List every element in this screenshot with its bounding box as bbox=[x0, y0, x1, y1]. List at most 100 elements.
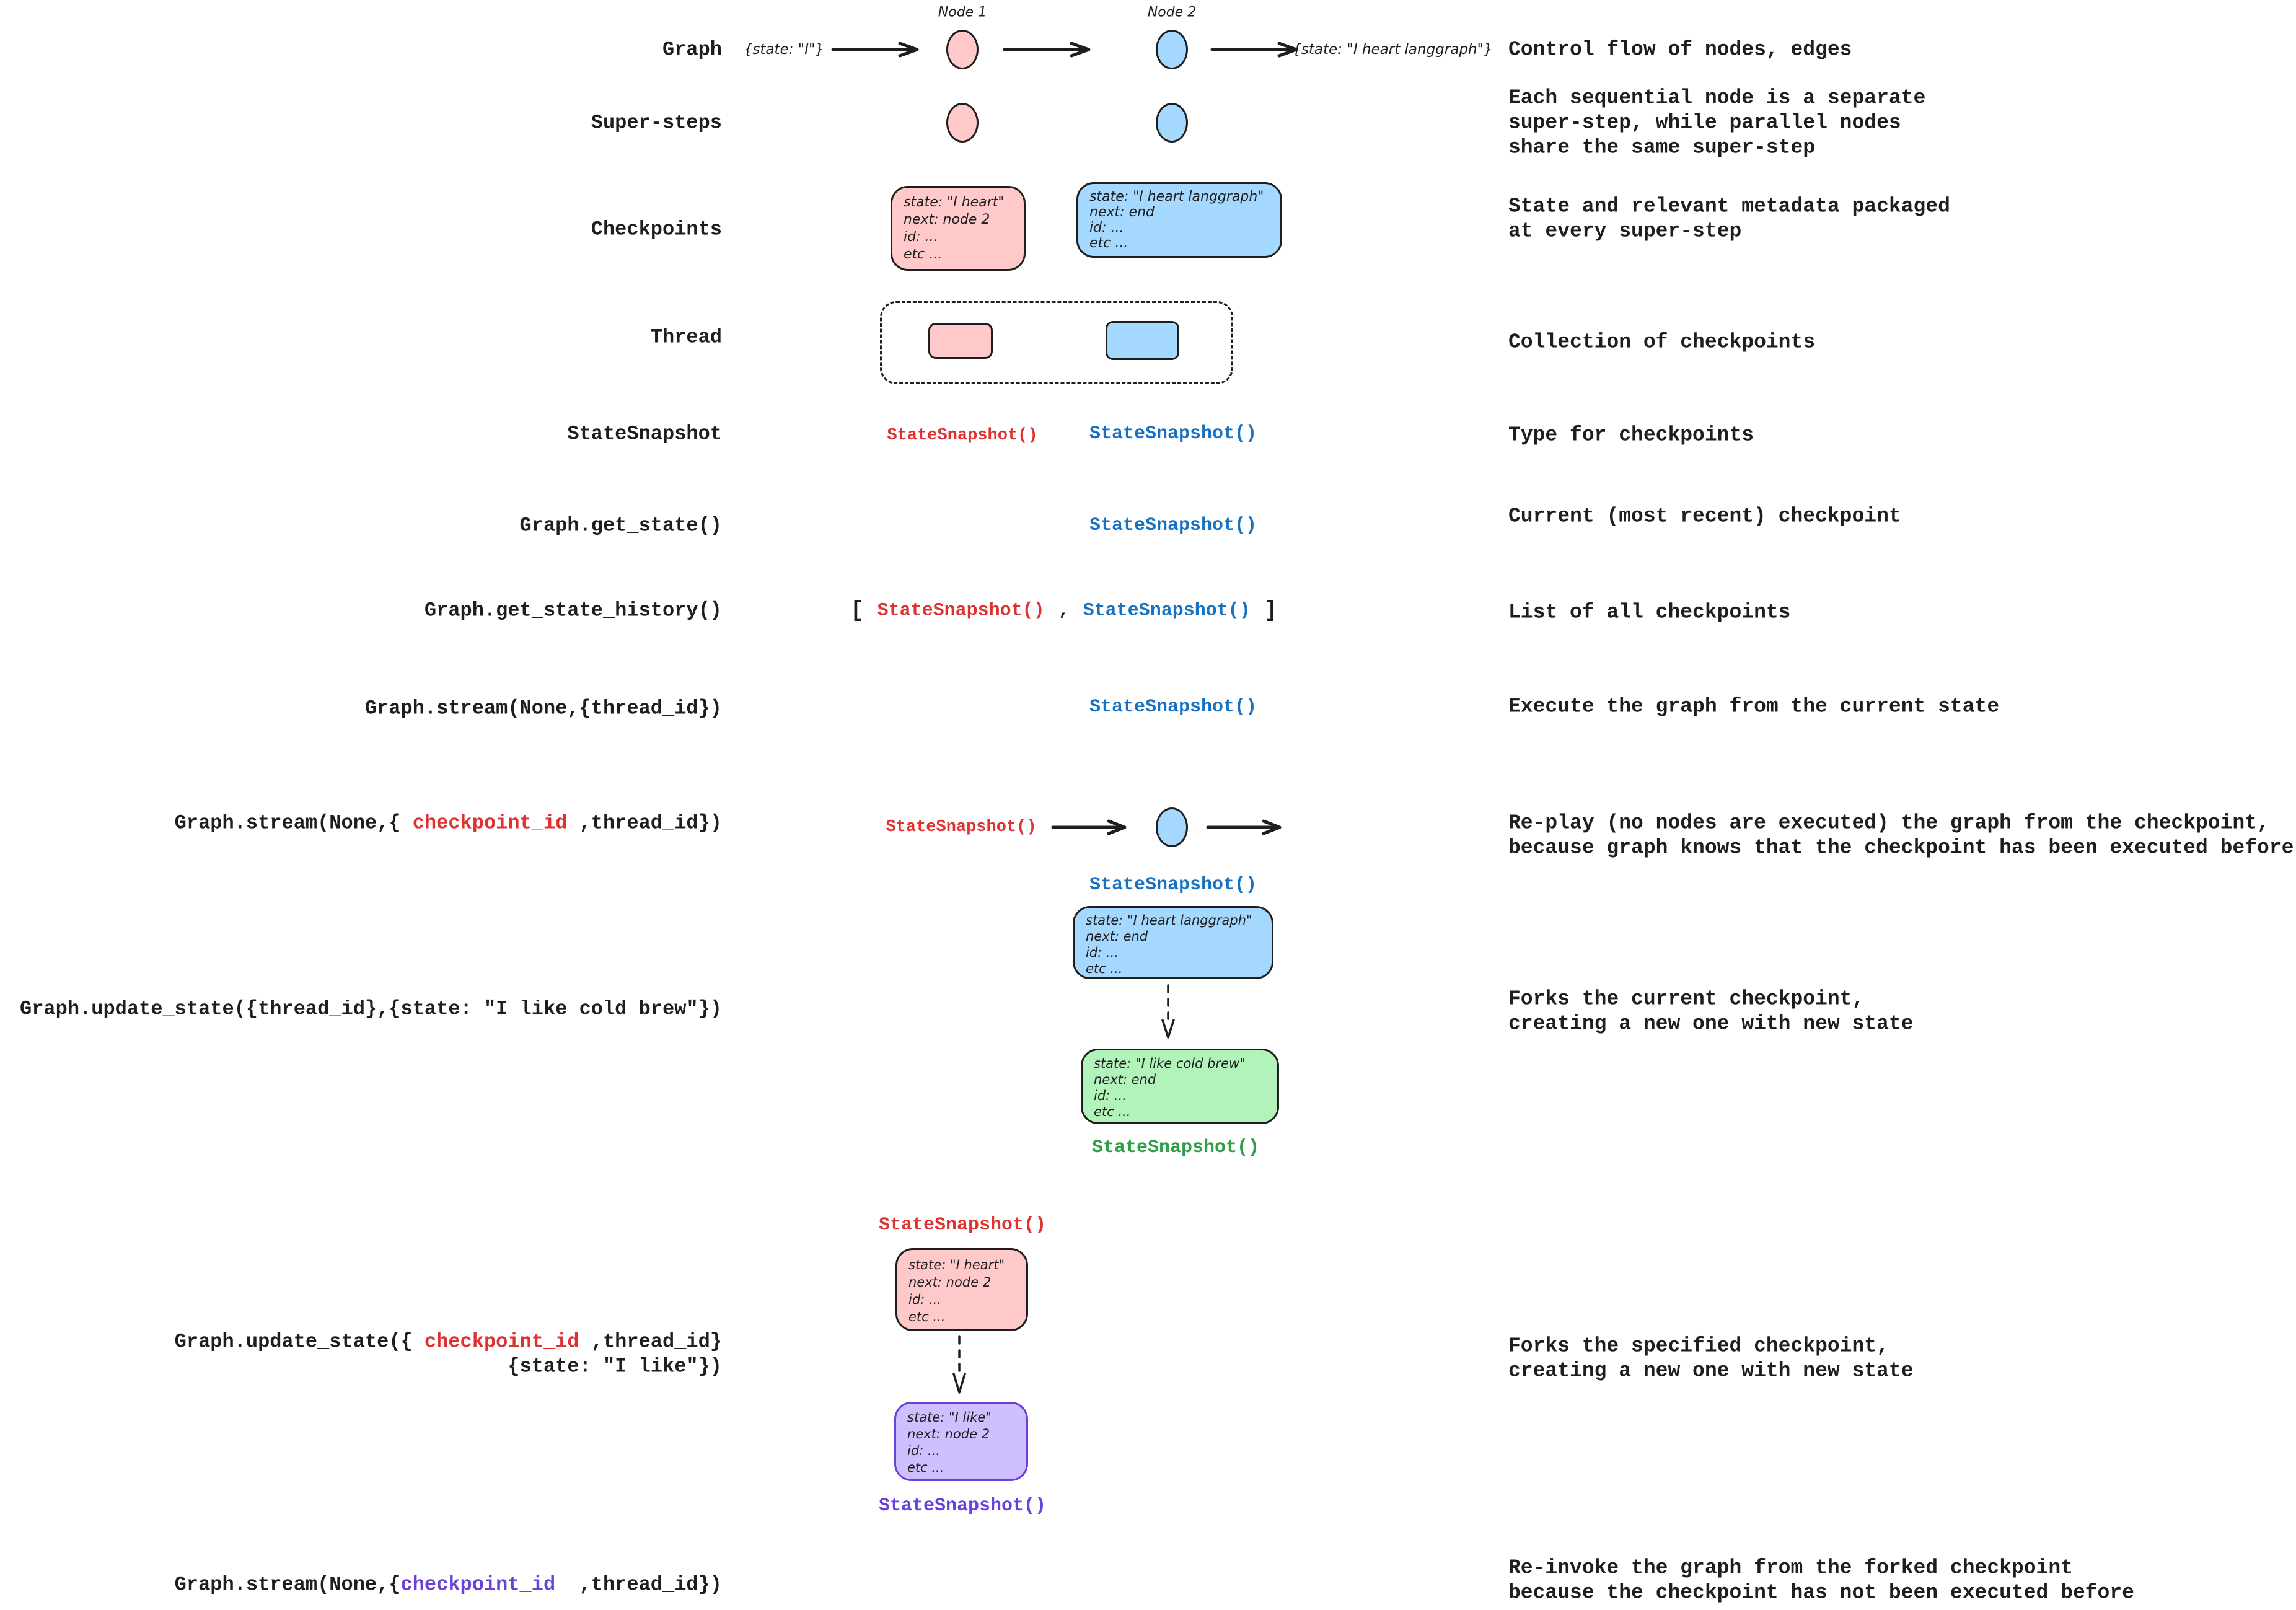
desc-super-steps-2: super-step, while parallel nodes bbox=[1508, 111, 1901, 134]
checkpoint-line: id: ... bbox=[904, 229, 938, 245]
label-get-state: Graph.get_state() bbox=[519, 514, 722, 537]
code-segment: Graph.update_state({ bbox=[174, 1330, 424, 1353]
checkpoint-line: id: ... bbox=[1094, 1088, 1127, 1103]
label-state-snapshot: StateSnapshot bbox=[567, 422, 722, 446]
checkpoint-line: state: "I like cold brew" bbox=[1094, 1056, 1246, 1071]
state-snapshot-blue: StateSnapshot() bbox=[1089, 423, 1257, 444]
checkpoint-id-highlight: checkpoint_id bbox=[412, 811, 568, 835]
checkpoint-box-pink-specified: state: "I heart" next: node 2 id: ... et… bbox=[895, 1248, 1028, 1331]
checkpoint-line: etc ... bbox=[1086, 961, 1123, 976]
desc-graph: Control flow of nodes, edges bbox=[1508, 38, 1852, 61]
desc-super-steps-1: Each sequential node is a separate bbox=[1508, 86, 1926, 110]
checkpoint-line: state: "I heart" bbox=[904, 195, 1005, 210]
state-snapshot-green: StateSnapshot() bbox=[1091, 1137, 1260, 1158]
checkpoint-line: next: node 2 bbox=[907, 1427, 990, 1441]
desc-stream-thread: Execute the graph from the current state bbox=[1508, 695, 2000, 718]
desc-reinvoke-2: because the checkpoint has not been exec… bbox=[1508, 1581, 2134, 1604]
arrow-right-icon bbox=[1206, 819, 1282, 835]
state-snapshot-red: StateSnapshot() bbox=[886, 818, 1037, 837]
node2-label: Node 2 bbox=[1147, 4, 1197, 20]
checkpoint-line: etc ... bbox=[904, 247, 943, 262]
checkpoint-line: state: "I like" bbox=[907, 1410, 992, 1425]
state-snapshot-red: StateSnapshot() bbox=[878, 1215, 1047, 1236]
checkpoint-line: id: ... bbox=[908, 1292, 941, 1307]
thread-checkpoint-pink bbox=[928, 323, 993, 359]
label-stream-forked: Graph.stream(None,{checkpoint_id ,thread… bbox=[175, 1573, 722, 1596]
super-step-node2-circle bbox=[1156, 103, 1188, 143]
checkpoint-line: next: node 2 bbox=[908, 1275, 992, 1290]
label-update-state-checkpoint-line1: Graph.update_state({ checkpoint_id ,thre… bbox=[175, 1331, 722, 1353]
checkpoint-line: state: "I heart langgraph" bbox=[1089, 189, 1264, 205]
open-bracket: [ bbox=[850, 597, 864, 623]
checkpoint-line: next: end bbox=[1086, 929, 1148, 944]
arrow-right-icon bbox=[1210, 42, 1298, 58]
node2-circle bbox=[1156, 30, 1188, 69]
arrow-down-dashed-icon bbox=[952, 1335, 966, 1394]
desc-checkpoints-1: State and relevant metadata packaged bbox=[1508, 195, 1950, 218]
arrow-right-icon bbox=[831, 42, 919, 58]
state-snapshot-red: StateSnapshot() bbox=[877, 600, 1045, 621]
desc-reinvoke-1: Re-invoke the graph from the forked chec… bbox=[1508, 1556, 2073, 1580]
replay-node2-circle bbox=[1156, 807, 1188, 847]
label-get-state-history: Graph.get_state_history() bbox=[424, 599, 722, 622]
code-segment: ,thread_id}) bbox=[555, 1573, 722, 1596]
desc-state-snapshot: Type for checkpoints bbox=[1508, 423, 1754, 447]
checkpoint-id-highlight: checkpoint_id bbox=[424, 1330, 579, 1353]
desc-replay-1: Re-play (no nodes are executed) the grap… bbox=[1508, 811, 2269, 835]
desc-get-history: List of all checkpoints bbox=[1508, 600, 1791, 624]
close-bracket: ] bbox=[1264, 597, 1278, 623]
thread-container bbox=[880, 301, 1233, 384]
code-segment: ,thread_id}) bbox=[567, 811, 722, 835]
label-stream-checkpoint: Graph.stream(None,{ checkpoint_id ,threa… bbox=[175, 812, 722, 835]
label-checkpoints: Checkpoints bbox=[591, 218, 722, 241]
checkpoint-line: etc ... bbox=[1094, 1104, 1131, 1119]
output-state-annotation: {state: "I heart langgraph"} bbox=[1292, 42, 1493, 58]
state-snapshot-blue: StateSnapshot() bbox=[1083, 600, 1251, 621]
checkpoint-line: etc ... bbox=[908, 1309, 946, 1324]
checkpoint-line: next: end bbox=[1089, 205, 1155, 220]
desc-checkpoints-2: at every super-step bbox=[1508, 219, 1742, 243]
checkpoint-line: state: "I heart" bbox=[908, 1257, 1005, 1272]
checkpoint-line: next: node 2 bbox=[904, 212, 990, 227]
desc-fork-specified-1: Forks the specified checkpoint, bbox=[1508, 1334, 1889, 1358]
comma: , bbox=[1058, 600, 1070, 621]
checkpoint-line: state: "I heart langgraph" bbox=[1086, 913, 1252, 928]
checkpoint-line: etc ... bbox=[907, 1460, 944, 1475]
code-segment: Graph.stream(None,{ bbox=[174, 1573, 401, 1596]
checkpoint-box-blue: state: "I heart langgraph" next: end id:… bbox=[1076, 182, 1282, 258]
checkpoint-box-pink: state: "I heart" next: node 2 id: ... et… bbox=[891, 186, 1026, 271]
desc-fork-current-2: creating a new one with new state bbox=[1508, 1012, 1914, 1036]
label-super-steps: Super-steps bbox=[591, 111, 722, 134]
input-state-annotation: {state: "I"} bbox=[743, 42, 825, 58]
code-segment: Graph.stream(None,{ bbox=[174, 811, 413, 835]
node1-circle bbox=[946, 30, 979, 69]
node1-label: Node 1 bbox=[938, 4, 987, 20]
checkpoint-line: id: ... bbox=[1089, 220, 1124, 235]
checkpoint-line: id: ... bbox=[1086, 945, 1119, 960]
state-snapshot-purple: StateSnapshot() bbox=[878, 1495, 1047, 1516]
desc-replay-2: because graph knows that the checkpoint … bbox=[1508, 836, 2294, 860]
label-update-state-thread: Graph.update_state({thread_id},{state: "… bbox=[20, 997, 722, 1021]
checkpoint-box-blue-current: state: "I heart langgraph" next: end id:… bbox=[1073, 906, 1273, 979]
label-stream-thread: Graph.stream(None,{thread_id}) bbox=[364, 697, 722, 720]
desc-fork-current-1: Forks the current checkpoint, bbox=[1508, 987, 1865, 1011]
arrow-right-icon bbox=[1051, 819, 1127, 835]
super-step-node1-circle bbox=[946, 103, 979, 143]
desc-fork-specified-2: creating a new one with new state bbox=[1508, 1359, 1914, 1383]
state-snapshot-blue: StateSnapshot() bbox=[1089, 874, 1257, 895]
label-graph: Graph bbox=[662, 38, 722, 61]
desc-thread: Collection of checkpoints bbox=[1508, 330, 1816, 354]
desc-super-steps-3: share the same super-step bbox=[1508, 136, 1816, 159]
label-thread: Thread bbox=[650, 325, 722, 349]
snapshot-list: [ StateSnapshot() , StateSnapshot() ] bbox=[850, 598, 1277, 623]
arrow-down-dashed-icon bbox=[1161, 984, 1175, 1039]
code-segment: ,thread_id} bbox=[579, 1330, 722, 1353]
state-snapshot-blue: StateSnapshot() bbox=[1089, 515, 1257, 536]
thread-checkpoint-blue bbox=[1106, 321, 1179, 360]
arrow-right-icon bbox=[1003, 42, 1091, 58]
checkpoint-line: id: ... bbox=[907, 1443, 940, 1458]
checkpoint-line: etc ... bbox=[1089, 235, 1128, 251]
checkpoint-box-green-forked: state: "I like cold brew" next: end id: … bbox=[1081, 1049, 1279, 1124]
desc-get-state: Current (most recent) checkpoint bbox=[1508, 504, 1901, 528]
